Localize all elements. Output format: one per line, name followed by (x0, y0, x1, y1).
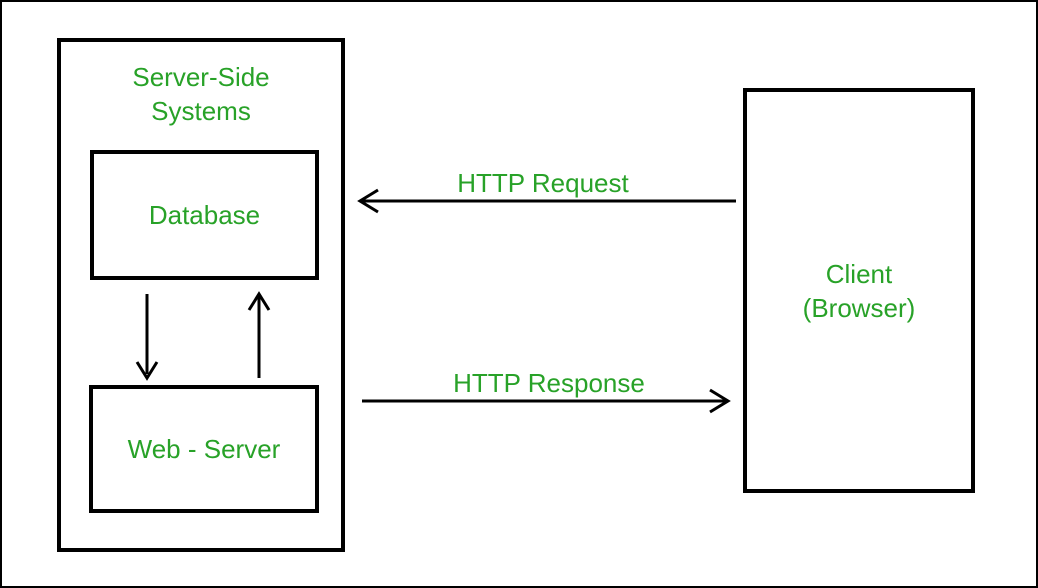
client-browser-box: Client (Browser) (743, 88, 975, 493)
http-response-arrow-icon (358, 386, 740, 416)
web-server-box: Web - Server (89, 385, 319, 513)
http-request-label: HTTP Request (457, 168, 629, 198)
http-request-arrow-icon (348, 186, 740, 216)
database-label: Database (148, 200, 261, 230)
server-side-systems-title: Server-Side Systems (61, 60, 341, 128)
web-server-label: Web - Server (127, 434, 281, 464)
server-side-systems-box: Server-Side Systems Database Web - Serve… (57, 38, 345, 552)
client-label-line2: (Browser) (802, 292, 916, 323)
server-title-line1: Server-Side (132, 62, 270, 92)
client-browser-label: Client (Browser) (803, 257, 916, 325)
server-title-line2: Systems (151, 96, 251, 126)
database-box: Database (90, 150, 319, 280)
webserver-to-database-arrow-icon (242, 290, 276, 382)
client-label-line1: Client (825, 258, 893, 289)
database-to-webserver-arrow-icon (130, 290, 164, 384)
http-response-label: HTTP Response (453, 368, 645, 398)
